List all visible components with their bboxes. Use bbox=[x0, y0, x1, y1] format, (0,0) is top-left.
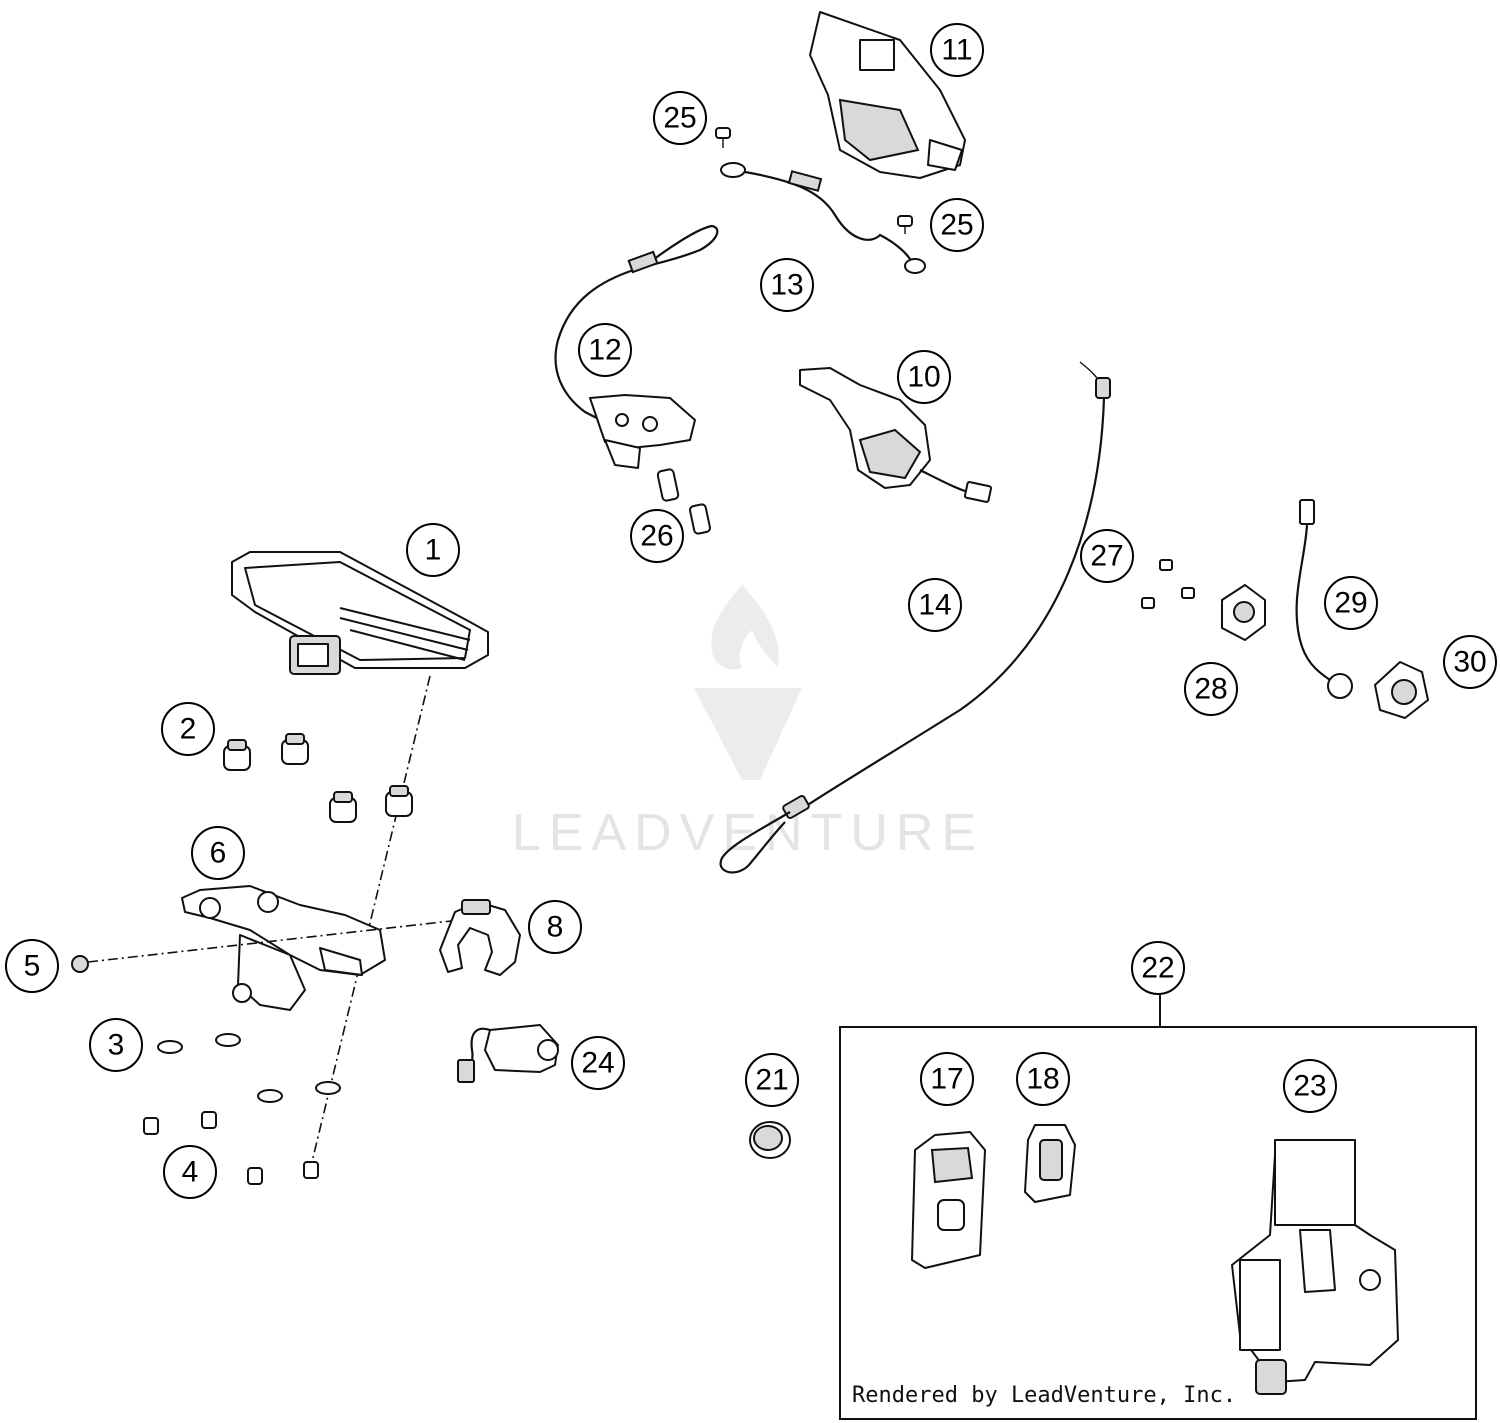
part-11-control-housing bbox=[809, 11, 966, 179]
part-30-usb-socket bbox=[1374, 661, 1429, 719]
part-12-cable-bracket bbox=[554, 224, 719, 469]
watermark: LEADVENTURE bbox=[512, 585, 984, 862]
callout-28: 28 bbox=[1184, 662, 1238, 716]
part-2-dampers bbox=[223, 733, 413, 823]
part-4-bolts bbox=[143, 1111, 319, 1185]
part-6-bracket bbox=[181, 885, 386, 1011]
part-29-usb-cable bbox=[1295, 499, 1353, 699]
part-3-washers bbox=[157, 1033, 341, 1103]
part-28-cap bbox=[1221, 584, 1266, 641]
part-21-cap bbox=[749, 1121, 791, 1159]
part-1-display bbox=[231, 551, 489, 675]
svg-text:22: 22 bbox=[1141, 952, 1174, 985]
svg-text:10: 10 bbox=[907, 361, 940, 394]
callout-17: 17 bbox=[920, 1052, 974, 1106]
callout-22: 22 bbox=[1131, 941, 1185, 995]
callout-5: 5 bbox=[5, 939, 59, 993]
callout-3: 3 bbox=[89, 1018, 143, 1072]
svg-text:21: 21 bbox=[755, 1064, 788, 1097]
svg-text:25: 25 bbox=[940, 209, 973, 242]
svg-text:29: 29 bbox=[1334, 587, 1367, 620]
callout-8: 8 bbox=[528, 900, 582, 954]
callout-25-upper: 25 bbox=[653, 91, 707, 145]
callout-21: 21 bbox=[745, 1053, 799, 1107]
callout-1: 1 bbox=[406, 523, 460, 577]
screws-26 bbox=[656, 468, 711, 535]
svg-text:28: 28 bbox=[1194, 673, 1227, 706]
svg-text:30: 30 bbox=[1453, 646, 1486, 679]
callout-30: 30 bbox=[1443, 635, 1497, 689]
svg-text:26: 26 bbox=[640, 520, 673, 553]
callout-11: 11 bbox=[930, 23, 984, 77]
watermark-v-icon bbox=[694, 688, 802, 780]
screw-25-lower bbox=[897, 215, 913, 234]
part-5-bolt bbox=[71, 919, 461, 973]
callout-26: 26 bbox=[630, 509, 684, 563]
svg-text:24: 24 bbox=[581, 1047, 614, 1080]
callout-29: 29 bbox=[1324, 576, 1378, 630]
svg-text:12: 12 bbox=[588, 334, 621, 367]
svg-text:6: 6 bbox=[210, 837, 227, 870]
part-23-ignition-lock bbox=[1231, 1139, 1399, 1395]
svg-text:18: 18 bbox=[1026, 1063, 1059, 1096]
part-14-cable bbox=[719, 361, 1111, 874]
svg-text:13: 13 bbox=[770, 269, 803, 302]
callout-12: 12 bbox=[578, 323, 632, 377]
svg-text:4: 4 bbox=[182, 1156, 199, 1189]
callout-14: 14 bbox=[908, 578, 962, 632]
kit-22-box bbox=[839, 995, 1477, 1420]
svg-text:2: 2 bbox=[180, 713, 197, 746]
callout-25-lower: 25 bbox=[930, 198, 984, 252]
svg-text:8: 8 bbox=[547, 911, 564, 944]
credit-text: Rendered by LeadVenture, Inc. bbox=[852, 1383, 1236, 1408]
screw-25-upper bbox=[715, 127, 731, 148]
callout-23: 23 bbox=[1283, 1059, 1337, 1113]
part-18-key bbox=[1024, 1124, 1076, 1203]
part-8-clamp bbox=[439, 899, 521, 976]
svg-text:1: 1 bbox=[425, 534, 442, 567]
svg-text:14: 14 bbox=[918, 589, 951, 622]
callout-13: 13 bbox=[760, 258, 814, 312]
svg-text:25: 25 bbox=[663, 102, 696, 135]
callout-6: 6 bbox=[191, 826, 245, 880]
svg-text:11: 11 bbox=[941, 34, 972, 67]
watermark-text: LEADVENTURE bbox=[512, 804, 984, 862]
part-13-ground-cable bbox=[720, 162, 926, 274]
callout-18: 18 bbox=[1016, 1052, 1070, 1106]
callout-24: 24 bbox=[571, 1036, 625, 1090]
svg-text:3: 3 bbox=[108, 1029, 125, 1062]
svg-text:5: 5 bbox=[24, 950, 41, 983]
watermark-flame-icon bbox=[711, 585, 779, 670]
part-10-sensor bbox=[799, 367, 993, 503]
part-24-socket bbox=[457, 1024, 559, 1083]
callout-4: 4 bbox=[163, 1145, 217, 1199]
callout-27: 27 bbox=[1080, 529, 1134, 583]
callout-10: 10 bbox=[897, 350, 951, 404]
svg-text:23: 23 bbox=[1293, 1070, 1326, 1103]
svg-text:17: 17 bbox=[930, 1063, 963, 1096]
svg-text:27: 27 bbox=[1090, 540, 1123, 573]
part-17-key-fob bbox=[911, 1131, 986, 1269]
callout-2: 2 bbox=[161, 702, 215, 756]
part-27-screws bbox=[1141, 559, 1195, 609]
